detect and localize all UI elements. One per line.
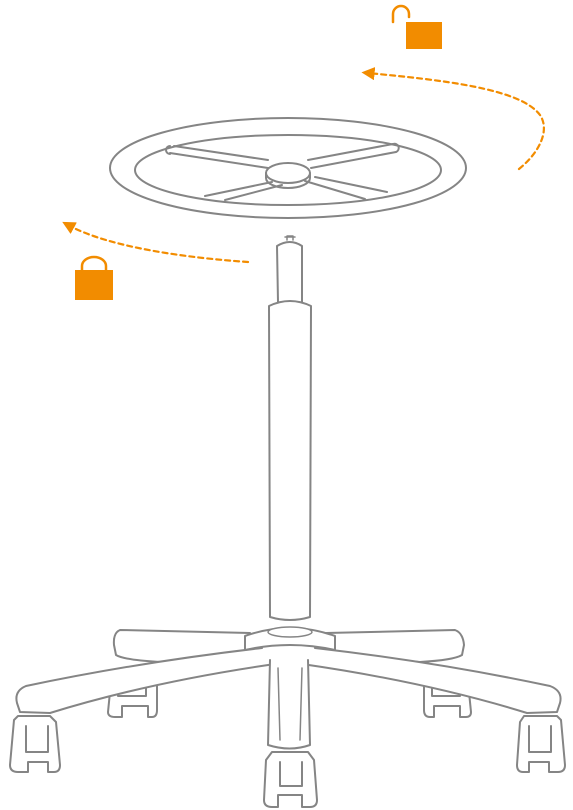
upper-rotation-arrow <box>361 67 545 171</box>
foot-ring <box>109 117 467 219</box>
gas-lift-column <box>268 235 312 621</box>
unlock-icon <box>391 4 442 49</box>
lower-rotation-arrow <box>62 221 250 264</box>
five-star-base <box>9 626 566 808</box>
lock-icon <box>75 255 113 300</box>
